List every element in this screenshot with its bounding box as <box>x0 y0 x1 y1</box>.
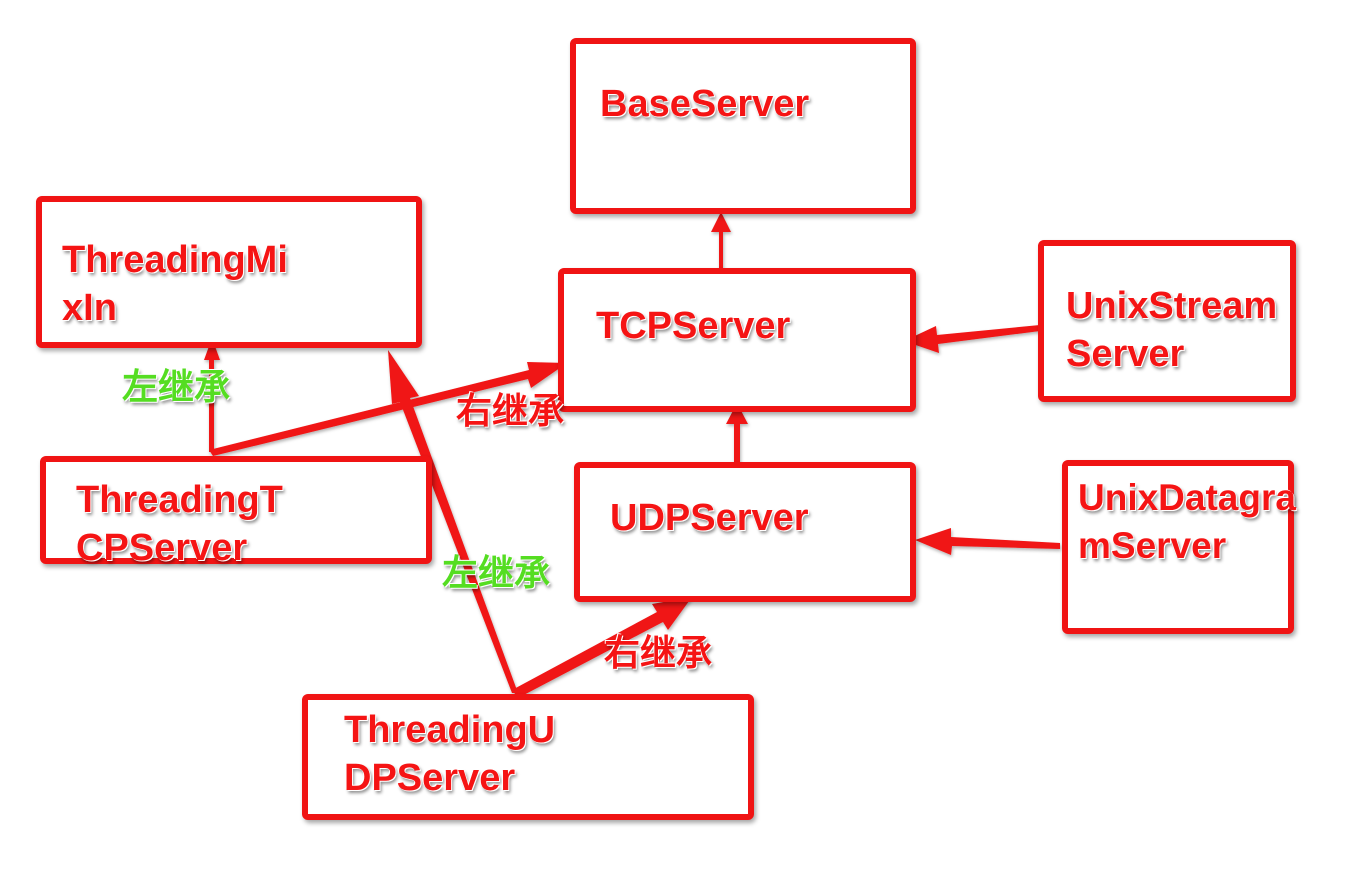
node-threading-udp-server-line1: ThreadingU <box>344 709 556 751</box>
node-threading-mixin <box>36 196 422 348</box>
node-base-server-line1: BaseServer <box>600 83 810 125</box>
node-threading-udp-server-label: ThreadingU DPServer <box>344 706 555 802</box>
node-tcp-server-label: TCPServer <box>596 302 790 350</box>
arrow-tcp-to-base <box>711 212 731 270</box>
arrow-threadingtcp-to-tcp <box>209 362 567 456</box>
node-udp-server-line1: UDPServer <box>610 497 809 539</box>
node-unix-datagram-server-label: UnixDatagra mServer <box>1078 474 1296 570</box>
node-threading-tcp-server-label: ThreadingT CPServer <box>76 476 283 572</box>
arrow-udp-to-tcp <box>726 403 748 464</box>
node-threading-mixin-line2: xIn <box>62 287 117 329</box>
arrow-unixdatagram-to-udp <box>915 528 1060 555</box>
node-unix-stream-server-line1: UnixStream <box>1066 285 1278 327</box>
node-tcp-server-line1: TCPServer <box>596 305 791 347</box>
node-base-server <box>570 38 916 214</box>
node-threading-tcp-server <box>40 456 432 564</box>
node-unix-stream-server <box>1038 240 1296 402</box>
arrow-unixstream-to-tcp <box>904 325 1040 353</box>
arrow-threadingtcp-to-mixin <box>204 338 220 452</box>
node-threading-tcp-server-line1: ThreadingT <box>76 479 283 521</box>
node-udp-server-label: UDPServer <box>610 494 809 542</box>
node-unix-datagram-server-line1: UnixDatagra <box>1078 477 1296 518</box>
node-threading-mixin-line1: ThreadingMi <box>62 239 288 281</box>
node-base-server-label: BaseServer <box>600 80 809 128</box>
node-threading-tcp-server-line2: CPServer <box>76 527 248 569</box>
arrow-threadingudp-to-mixin <box>388 350 518 693</box>
edge-label-tcp-left-inherit: 左继承 <box>122 367 231 408</box>
edge-label-tcp-right-inherit: 右继承 <box>456 391 565 432</box>
node-unix-datagram-server-line2: mServer <box>1078 525 1227 566</box>
node-threading-mixin-label: ThreadingMi xIn <box>62 236 288 332</box>
node-unix-stream-server-line2: Server <box>1066 333 1185 375</box>
node-unix-stream-server-label: UnixStream Server <box>1066 282 1277 378</box>
node-unix-datagram-server <box>1062 460 1294 634</box>
node-threading-udp-server-line2: DPServer <box>344 757 516 799</box>
node-udp-server <box>574 462 916 602</box>
node-threading-udp-server <box>302 694 754 820</box>
edge-label-udp-left-inherit: 左继承 <box>442 553 551 594</box>
arrow-threadingudp-to-udp <box>512 597 692 698</box>
edge-label-udp-right-inherit: 右继承 <box>604 633 713 674</box>
node-tcp-server <box>558 268 916 412</box>
